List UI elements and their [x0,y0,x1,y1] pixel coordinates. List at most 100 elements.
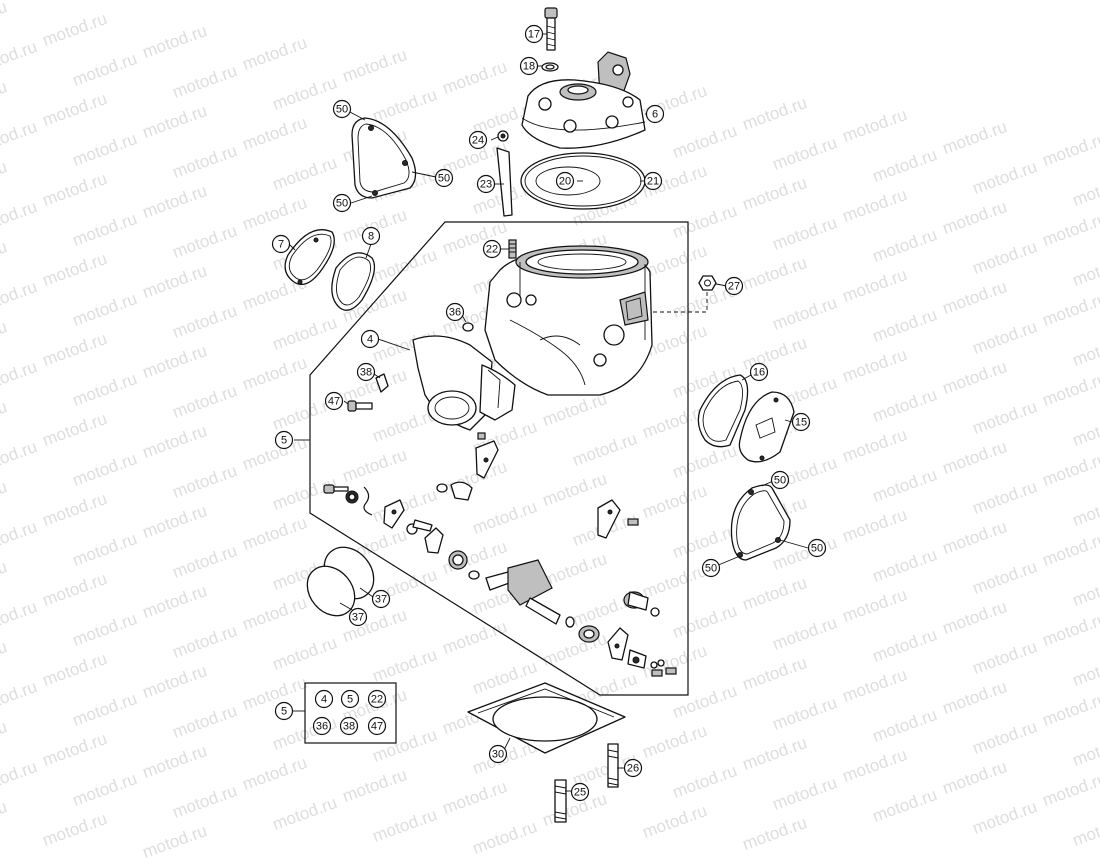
hose-23 [496,147,513,217]
callout-c25: 25 [570,782,590,802]
callout-c21: 21 [643,171,663,191]
gasket-8 [331,252,376,311]
callout-c23: 23 [476,174,496,194]
callout-label: 4 [321,694,327,706]
callout-circle [324,391,344,411]
gasket-16 [697,374,749,448]
exploded-parts-diagram: 17 18 6 24 23 20 21 50 50 50 7 8 22 27 36 4 38 47 5 16 15 50 5… [271,7,827,823]
callout-c5b: 5 [274,701,294,721]
callout-circle [360,329,380,349]
callout-label: 26 [627,763,639,775]
callout-k4: 4 [314,689,334,709]
callout-label: 27 [728,281,740,293]
callout-label: 50 [811,543,823,555]
callout-c18: 18 [519,56,539,76]
callout-label: 17 [528,29,540,41]
gasket-50-upper [351,117,417,199]
callout-circle [332,99,352,119]
callout-label: 25 [574,787,586,799]
callout-circle [314,689,334,709]
callout-label: 5 [281,706,287,718]
callout-label: 16 [753,367,765,379]
callout-label: 30 [492,749,504,761]
bolt-47 [347,400,373,412]
stud-25 [554,779,567,823]
callout-label: 20 [559,176,571,188]
callout-circle [623,758,643,778]
gasket-50-right [730,484,791,561]
callout-label: 6 [652,109,658,121]
callout-label: 50 [336,198,348,210]
washer-18 [541,62,559,72]
callout-c5a: 5 [274,430,294,450]
callout-circle [274,430,294,450]
watermark-text: motod.ru [140,821,210,862]
assembly-boundary [309,221,689,696]
callout-circle [367,716,387,736]
callout-c37b: 37 [348,607,368,627]
callout-c24: 24 [468,130,488,150]
callout-label: 5 [347,694,353,706]
callout-label: 18 [523,61,535,73]
callout-circle [434,168,454,188]
callout-label: 36 [449,307,461,319]
callout-c7: 7 [271,234,291,254]
callout-c27: 27 [724,276,744,296]
kit-box [304,682,397,744]
callout-label: 37 [375,594,387,606]
cylinder-body [484,245,653,396]
callout-circle [271,234,291,254]
callout-circle [482,239,502,259]
callout-circle [524,24,544,44]
nipple-22 [508,239,517,259]
stud-26 [607,743,619,788]
callout-circle [791,412,811,432]
callout-circle [445,302,465,322]
callout-c50e: 50 [807,538,827,558]
callout-circle [645,104,665,124]
callout-label: 8 [368,231,374,243]
callout-label: 50 [438,173,450,185]
callout-circle [770,470,790,490]
callout-circle [361,226,381,246]
callout-circle [643,171,663,191]
callout-circle [367,689,387,709]
callout-circle [371,589,391,609]
callout-circle [807,538,827,558]
callout-c37a: 37 [371,589,391,609]
callout-circle [488,744,508,764]
callout-c50c: 50 [332,193,352,213]
callout-c22: 22 [482,239,502,259]
callout-circle [570,782,590,802]
callout-circle [340,689,360,709]
callout-k5: 5 [340,689,360,709]
callout-label: 15 [795,417,807,429]
callout-label: 5 [281,435,287,447]
callout-circle [356,362,376,382]
callout-c50a: 50 [332,99,352,119]
callout-circle [348,607,368,627]
plate-38 [375,373,389,393]
callout-c8: 8 [361,226,381,246]
callout-c17: 17 [524,24,544,44]
callout-circle [701,558,721,578]
callout-k38: 38 [339,716,359,736]
callout-circle [274,701,294,721]
callout-label: 36 [316,721,328,733]
bleed-screw-24 [497,130,509,142]
callout-circle [749,362,769,382]
callout-c26: 26 [623,758,643,778]
callout-c36: 36 [445,302,465,322]
o-rings-37 [306,546,375,617]
callout-label: 50 [705,563,717,575]
callout-circle [555,171,575,191]
callout-c15: 15 [791,412,811,432]
callout-label: 22 [486,244,498,256]
callout-circle [724,276,744,296]
callout-c16: 16 [749,362,769,382]
callout-label: 22 [371,694,383,706]
callout-label: 47 [328,396,340,408]
callout-k47: 47 [367,716,387,736]
callout-k36: 36 [312,716,332,736]
callouts: 17 18 6 24 23 20 21 50 50 50 7 8 22 27 36 4 38 47 5 16 15 50 5… [271,24,827,802]
